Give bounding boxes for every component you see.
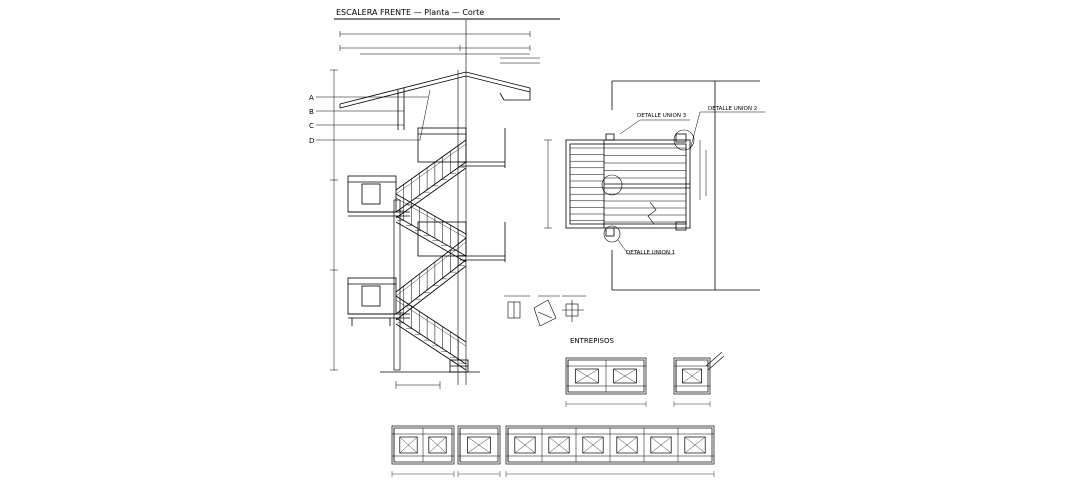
landing-right-mid xyxy=(417,221,506,262)
railing-entrepiso-left xyxy=(565,357,647,407)
railing-entrepiso-right xyxy=(673,357,711,407)
axis-label-d: D xyxy=(309,137,314,145)
stair-flight xyxy=(395,139,467,219)
stair-flight xyxy=(395,295,467,371)
entrepisos-label: ENTREPISOS xyxy=(570,337,614,345)
top-dimension-lines xyxy=(339,31,540,64)
reference-lines xyxy=(316,89,431,141)
landing-top-right xyxy=(417,127,506,168)
axis-label-a: A xyxy=(309,94,314,102)
axis-label-b: B xyxy=(309,108,314,116)
axis-label-c: C xyxy=(309,122,314,130)
reference-labels: A B C D xyxy=(309,94,314,145)
plan-labels: DETALLE UNION 3 DETALLE UNION 2 DETALLE … xyxy=(626,106,757,256)
detail-union-2-label: DETALLE UNION 2 xyxy=(708,106,757,112)
landing-left-lower xyxy=(347,277,410,326)
plan-treads xyxy=(570,147,686,223)
railing-bottom-2 xyxy=(457,425,501,477)
stair-flight xyxy=(395,237,467,321)
title-block: ESCALERA FRENTE — Planta — Corte xyxy=(334,8,560,20)
railing-bottom-3 xyxy=(505,425,715,477)
railing-elevations xyxy=(391,351,725,477)
stair-flight xyxy=(395,193,467,263)
stair-flights xyxy=(395,139,467,371)
detail-union-3-label: DETALLE UNION 3 xyxy=(637,113,687,119)
stair-elevation xyxy=(316,20,540,389)
drawing-title: ESCALERA FRENTE — Planta — Corte xyxy=(336,8,484,17)
detail-union-1-label: DETALLE UNION 1 xyxy=(626,250,675,256)
entrepiso-stair-stub xyxy=(705,351,725,371)
railing-bottom-1 xyxy=(391,425,455,477)
stair-plan xyxy=(544,80,765,291)
left-dimension-chain xyxy=(330,69,338,371)
landing-left-upper xyxy=(347,175,410,217)
joint-details xyxy=(504,295,586,327)
roof xyxy=(339,71,531,130)
